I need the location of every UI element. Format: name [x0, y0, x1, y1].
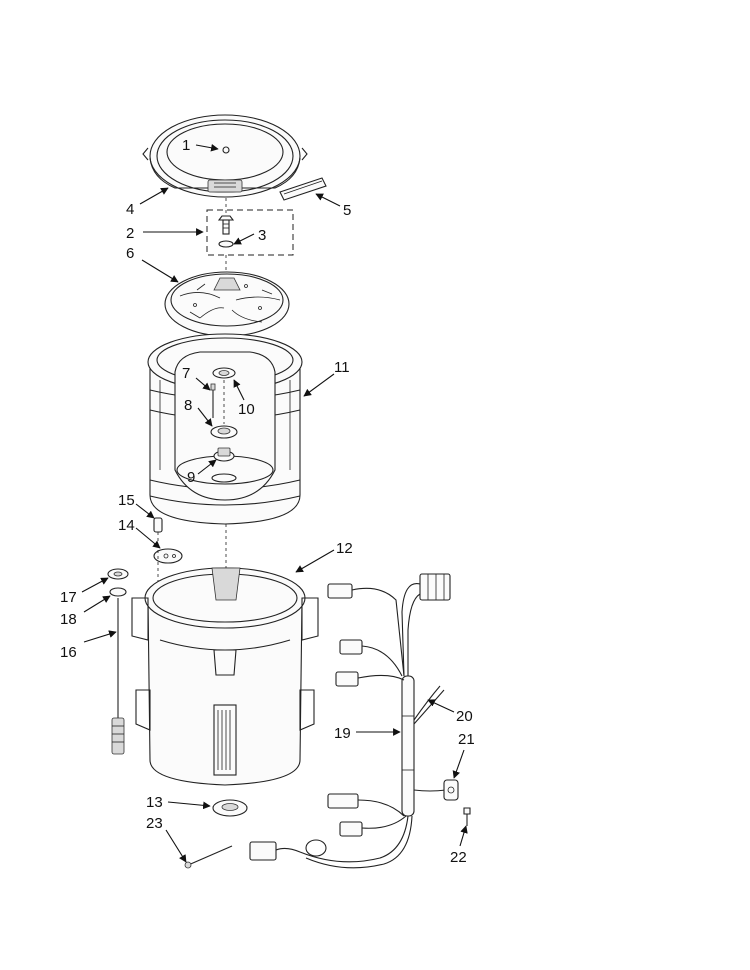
- callout-14: 14: [118, 517, 135, 534]
- callout-9: 9: [187, 469, 195, 486]
- callout-16: 16: [60, 644, 77, 661]
- callout-1: 1: [182, 137, 190, 154]
- callout-labels: 1 2 3 4 5 6 7 8 9 10 11 12 13 14 15 16 1…: [60, 137, 475, 866]
- callout-4: 4: [126, 201, 134, 218]
- callout-8: 8: [184, 397, 192, 414]
- callout-17: 17: [60, 589, 77, 606]
- agitator-bolt-assembly: [206, 198, 294, 278]
- callout-22: 22: [450, 849, 467, 866]
- outer-tub-part: [131, 567, 319, 786]
- callout-12: 12: [336, 540, 353, 557]
- callout-3: 3: [258, 227, 266, 244]
- callout-20: 20: [456, 708, 473, 725]
- callout-2: 2: [126, 225, 134, 242]
- impeller-part: [164, 271, 290, 337]
- suspension-rod-part: [107, 568, 129, 755]
- tub-ring-part: [142, 114, 308, 198]
- callout-11: 11: [334, 359, 350, 376]
- callout-13: 13: [146, 794, 163, 811]
- sensor-probe-part: [184, 845, 233, 869]
- strip-part: [279, 177, 327, 201]
- callout-10: 10: [238, 401, 255, 418]
- callout-23: 23: [146, 815, 163, 832]
- basket-hub-hardware: [210, 367, 238, 483]
- callout-21: 21: [458, 731, 475, 748]
- callout-15: 15: [118, 492, 135, 509]
- callout-19: 19: [334, 725, 351, 742]
- callout-6: 6: [126, 245, 134, 262]
- callout-leaders: [81, 143, 468, 863]
- wire-harness-part: [249, 573, 471, 869]
- tub-seal-part: [212, 799, 248, 817]
- callout-7: 7: [182, 365, 190, 382]
- callout-18: 18: [60, 611, 77, 628]
- callout-5: 5: [343, 202, 351, 219]
